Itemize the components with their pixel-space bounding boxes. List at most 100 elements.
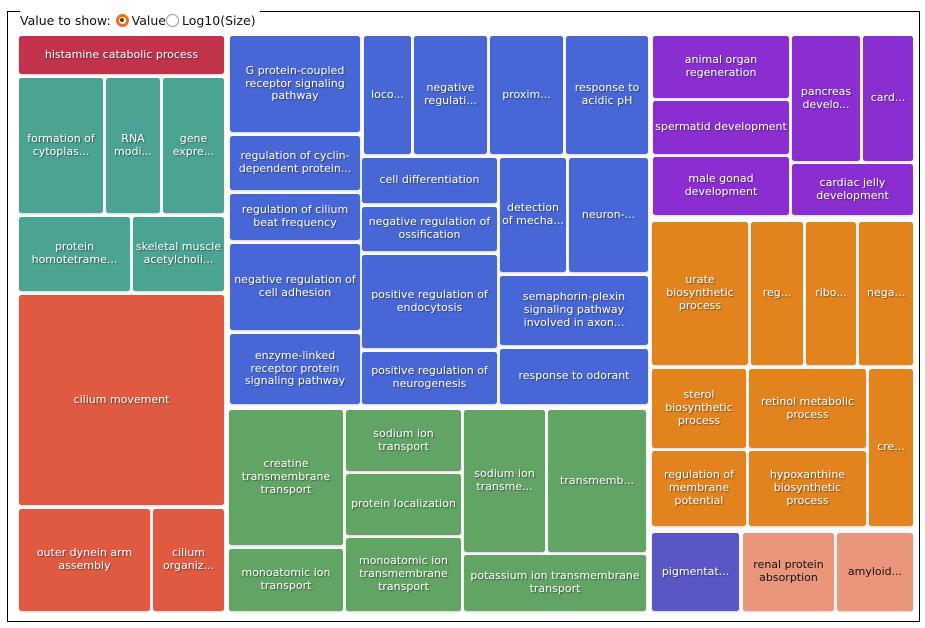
- treemap-cell[interactable]: formation of cytoplas...: [19, 78, 103, 213]
- treemap-cell[interactable]: outer dynein arm assembly: [19, 509, 150, 611]
- treemap-cell[interactable]: detection of mecha...: [500, 158, 566, 272]
- treemap-cell-label: sterol biosynthetic process: [665, 388, 733, 427]
- treemap-cell-label: RNA modi...: [114, 131, 152, 158]
- treemap-cell[interactable]: regulation of cyclin-dependent protein..…: [230, 136, 360, 190]
- treemap-cell[interactable]: protein homotetrame...: [19, 217, 130, 291]
- treemap-cell-label: card...: [870, 91, 906, 105]
- treemap-cell-label: creatine transmembrane transport: [241, 457, 331, 496]
- treemap-cell-label: regulation of cyclin-dependent protein..…: [238, 149, 352, 175]
- treemap-cell[interactable]: potassium ion transmembrane transport: [464, 555, 646, 611]
- treemap-cell[interactable]: RNA modi...: [106, 78, 160, 213]
- treemap-cell[interactable]: protein localization: [346, 474, 461, 535]
- treemap-cell[interactable]: histamine catabolic process: [19, 36, 224, 74]
- treemap-cell-label: formation of cytoplas...: [27, 131, 95, 158]
- treemap-cell[interactable]: urate biosynthetic process: [652, 222, 748, 365]
- treemap-cell[interactable]: positive regulation of endocytosis: [362, 255, 497, 348]
- treemap-cell[interactable]: animal organ regeneration: [653, 36, 789, 98]
- treemap-cell[interactable]: male gonad development: [653, 157, 789, 215]
- treemap-cell-label: animal organ regeneration: [684, 53, 758, 79]
- treemap-cell[interactable]: neuron-...: [569, 158, 648, 272]
- treemap-cell-label: positive regulation of neurogenesis: [371, 364, 488, 390]
- treemap-cell[interactable]: monoatomic ion transmembrane transport: [346, 538, 461, 611]
- treemap-cell[interactable]: cre...: [869, 369, 913, 526]
- radio-option-log10-size-[interactable]: Log10(Size): [165, 12, 256, 28]
- treemap-cell-label: potassium ion transmembrane transport: [470, 569, 640, 595]
- treemap-cell-label: cardiac jelly development: [816, 175, 889, 202]
- treemap-cell[interactable]: loco...: [364, 36, 411, 154]
- treemap-cell[interactable]: enzyme-linked receptor protein signaling…: [230, 334, 360, 404]
- treemap-cell[interactable]: sodium ion transport: [346, 410, 461, 471]
- treemap-cell[interactable]: cilium movement: [19, 295, 224, 505]
- treemap-cell-label: positive regulation of endocytosis: [371, 287, 488, 314]
- radio-selected-icon[interactable]: [115, 13, 129, 27]
- treemap-cell[interactable]: semaphorin-plexin signaling pathway invo…: [500, 276, 648, 345]
- value-toggle: Value to show: Value Log10(Size): [20, 9, 260, 31]
- treemap-cell[interactable]: cilium organiz...: [153, 509, 224, 611]
- treemap-cell-label: histamine catabolic process: [44, 47, 199, 61]
- treemap-cell[interactable]: monoatomic ion transport: [229, 549, 343, 611]
- treemap-cell[interactable]: proxim...: [490, 36, 563, 154]
- treemap-cell-label: detection of mecha...: [502, 201, 564, 227]
- treemap-cell[interactable]: negative regulation of cell adhesion: [230, 244, 360, 330]
- treemap-cell[interactable]: renal protein absorption: [743, 533, 834, 611]
- treemap-cell-label: sodium ion transport: [373, 426, 434, 453]
- treemap-cell[interactable]: card...: [863, 36, 913, 161]
- radio-unselected-icon[interactable]: [165, 13, 179, 27]
- treemap-cell[interactable]: negative regulati...: [414, 36, 487, 154]
- treemap-cell-label: hypoxanthine biosynthetic process: [769, 468, 846, 507]
- treemap-cell-label: negative regulati...: [424, 81, 477, 107]
- treemap-cell-label: regulation of membrane potential: [664, 468, 734, 507]
- treemap-cell-label: gene expre...: [172, 131, 215, 158]
- treemap-cell[interactable]: G protein-coupled receptor signaling pat…: [230, 36, 360, 132]
- treemap-cell-label: neuron-...: [581, 207, 636, 221]
- treemap-cell-label: proxim...: [502, 87, 551, 101]
- treemap-cell-label: amyloid...: [847, 564, 903, 578]
- treemap-cell[interactable]: reg...: [751, 222, 803, 365]
- value-to-show-label: Value to show:: [20, 12, 111, 28]
- treemap-cell-label: retinol metabolic process: [760, 394, 855, 421]
- treemap-cell[interactable]: retinol metabolic process: [749, 369, 866, 448]
- treemap-cell[interactable]: creatine transmembrane transport: [229, 410, 343, 545]
- treemap-cell[interactable]: cell differentiation: [362, 158, 497, 203]
- treemap-cell[interactable]: regulation of membrane potential: [652, 451, 746, 526]
- treemap-cell[interactable]: response to odorant: [500, 349, 648, 404]
- treemap-cell[interactable]: regulation of cilium beat frequency: [230, 194, 360, 240]
- value-toggle-options: Value Log10(Size): [115, 12, 256, 28]
- treemap-cell-label: reg...: [762, 286, 792, 300]
- treemap-cell[interactable]: ribo...: [806, 222, 856, 365]
- treemap-cell[interactable]: skeletal muscle acetylcholi...: [133, 217, 224, 291]
- treemap-cell[interactable]: amyloid...: [837, 533, 913, 611]
- treemap-cell[interactable]: transmemb...: [548, 410, 646, 552]
- treemap-cell[interactable]: positive regulation of neurogenesis: [362, 352, 497, 404]
- radio-option-label: Value: [131, 12, 166, 28]
- treemap-cell-label: skeletal muscle acetylcholi...: [135, 240, 222, 266]
- treemap-cell-label: spermatid development: [655, 120, 787, 134]
- treemap-cell-label: cell differentiation: [379, 173, 480, 187]
- treemap-cell-label: negative regulation of ossification: [368, 215, 491, 241]
- treemap-cell[interactable]: nega...: [859, 222, 913, 365]
- treemap-cell-label: response to odorant: [518, 369, 630, 383]
- treemap-cell-label: ribo...: [815, 286, 847, 300]
- treemap-cell[interactable]: sodium ion transme...: [464, 410, 545, 552]
- treemap-cell[interactable]: hypoxanthine biosynthetic process: [749, 451, 866, 526]
- radio-option-label: Log10(Size): [181, 12, 256, 28]
- treemap-cell-label: sodium ion transme...: [474, 467, 535, 493]
- radio-option-value[interactable]: Value: [115, 12, 166, 28]
- treemap-cell[interactable]: spermatid development: [653, 101, 789, 154]
- treemap-cell-label: urate biosynthetic process: [666, 273, 734, 312]
- treemap-cell-label: pancreas develo...: [800, 84, 852, 111]
- treemap-cell[interactable]: cardiac jelly development: [792, 164, 913, 215]
- treemap-cell[interactable]: sterol biosynthetic process: [652, 369, 746, 448]
- treemap-cell[interactable]: negative regulation of ossification: [362, 207, 497, 251]
- treemap-cell-label: regulation of cilium beat frequency: [241, 203, 349, 229]
- treemap-cell[interactable]: gene expre...: [163, 78, 224, 213]
- treemap-cell-label: cilium movement: [73, 392, 170, 406]
- treemap-cell[interactable]: pigmentat...: [652, 533, 739, 611]
- treemap-cell-label: cre...: [877, 440, 905, 454]
- treemap-cell-label: protein homotetrame...: [31, 240, 118, 266]
- treemap-cell[interactable]: response to acidic pH: [566, 36, 648, 154]
- treemap-cell-label: protein localization: [351, 497, 456, 511]
- treemap-cell-label: outer dynein arm assembly: [36, 546, 133, 572]
- treemap-cell[interactable]: pancreas develo...: [792, 36, 860, 161]
